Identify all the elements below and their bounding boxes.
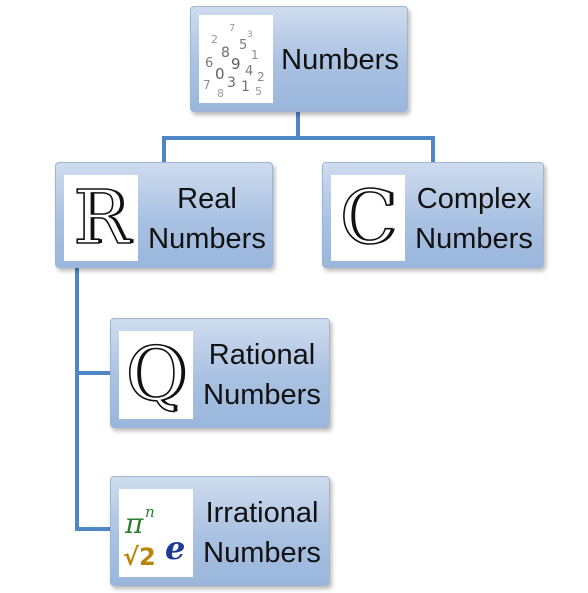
complex-label-line2: Numbers: [415, 223, 533, 255]
double-struck-C-icon: C: [331, 175, 405, 261]
connector-horizontal: [162, 136, 435, 140]
double-struck-R-icon: R: [64, 175, 138, 261]
complex-numbers-node: C Complex Numbers: [322, 162, 544, 268]
svg-text:6: 6: [205, 56, 213, 71]
scattered-numbers-icon: 7 3 2 5 8 1 6 9 4 0 2 3 7 1 5 8: [199, 15, 273, 103]
svg-text:1: 1: [241, 79, 250, 95]
real-icon-glyph: R: [72, 175, 129, 261]
double-struck-Q-icon: Q: [119, 331, 193, 419]
connector-to-complex: [431, 136, 435, 164]
rational-numbers-node: Q Rational Numbers: [110, 318, 330, 428]
connector-root-down: [296, 112, 300, 138]
svg-text:2: 2: [257, 70, 265, 84]
pi-sqrt2-e-icon: π n √2 e: [119, 489, 193, 577]
complex-icon-glyph: C: [339, 175, 397, 261]
connector-to-real: [162, 136, 166, 164]
connector-real-vertical: [75, 268, 79, 530]
rational-label-line1: Rational: [208, 339, 316, 371]
svg-text:1: 1: [251, 48, 259, 62]
sqrt2-symbol: √2: [123, 543, 156, 571]
e-symbol: e: [165, 529, 185, 567]
rational-icon-glyph: Q: [125, 331, 187, 419]
svg-text:2: 2: [211, 33, 218, 46]
svg-text:8: 8: [217, 87, 224, 100]
svg-text:3: 3: [227, 75, 236, 91]
connector-to-rational: [75, 371, 113, 375]
svg-text:5: 5: [255, 85, 262, 98]
svg-text:8: 8: [221, 45, 230, 61]
svg-text:4: 4: [245, 64, 253, 79]
svg-text:0: 0: [215, 65, 225, 83]
pi-symbol: π: [124, 507, 144, 540]
root-label: Numbers: [281, 44, 399, 76]
pi-exponent: n: [145, 503, 155, 521]
irrational-label-line2: Numbers: [203, 537, 321, 569]
complex-label-line1: Complex: [416, 183, 532, 215]
real-label-line1: Real: [177, 183, 237, 215]
svg-text:3: 3: [247, 30, 253, 40]
svg-text:9: 9: [231, 55, 241, 73]
rational-label-line2: Numbers: [203, 379, 321, 411]
irrational-numbers-node: π n √2 e Irrational Numbers: [110, 476, 330, 586]
connector-to-irrational: [75, 527, 113, 531]
svg-text:7: 7: [203, 78, 211, 92]
real-numbers-node: R Real Numbers: [55, 162, 273, 268]
svg-text:5: 5: [239, 38, 247, 53]
real-label-line2: Numbers: [148, 223, 266, 255]
irrational-label-line1: Irrational: [205, 497, 319, 529]
svg-text:7: 7: [229, 23, 235, 34]
root-node: 7 3 2 5 8 1 6 9 4 0 2 3 7 1 5 8 Numbers: [190, 6, 408, 112]
